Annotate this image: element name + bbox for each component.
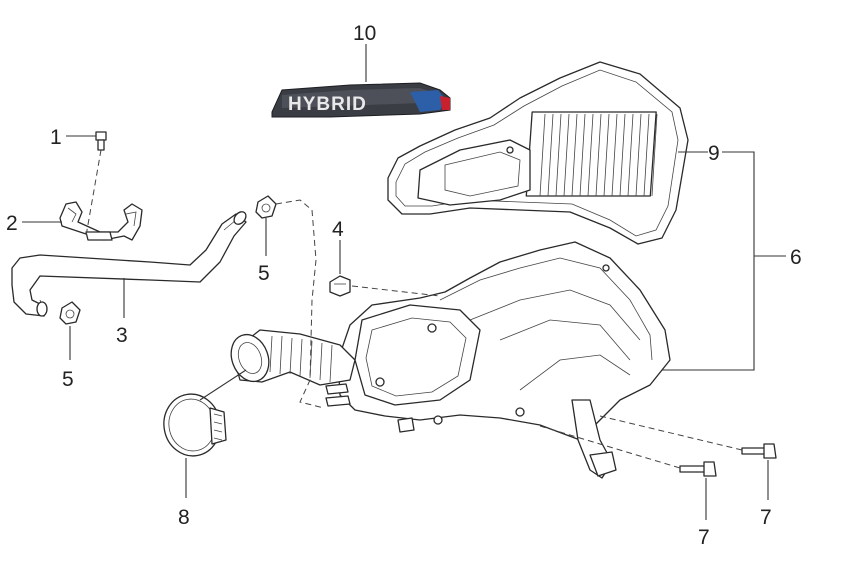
hose-clip-lower bbox=[59, 301, 81, 325]
air-filter-housing bbox=[325, 241, 671, 479]
filter-pleats bbox=[539, 113, 658, 197]
callout-4: 4 bbox=[332, 218, 344, 241]
callout-7-upper: 7 bbox=[760, 506, 772, 529]
air-filter-element bbox=[387, 61, 689, 245]
breather-hose bbox=[11, 211, 247, 317]
callout-5-lower: 5 bbox=[62, 368, 74, 391]
callout-1: 1 bbox=[50, 126, 62, 149]
callout-5-upper: 5 bbox=[258, 262, 270, 285]
callout-10: 10 bbox=[353, 22, 376, 45]
bolt-lower bbox=[679, 461, 717, 477]
hose-holder-bracket bbox=[59, 201, 143, 241]
callout-9: 9 bbox=[708, 142, 720, 165]
callout-8: 8 bbox=[178, 506, 190, 529]
hose-clamp bbox=[163, 393, 227, 457]
callout-7-lower: 7 bbox=[698, 526, 710, 549]
bolt-upper bbox=[741, 443, 777, 459]
hybrid-badge-text: HYBRID bbox=[288, 94, 367, 115]
callout-3: 3 bbox=[116, 324, 128, 347]
callout-2: 2 bbox=[6, 212, 18, 235]
hybrid-badge: HYBRID bbox=[271, 82, 451, 118]
callout-6: 6 bbox=[790, 246, 802, 269]
hose-clip-upper bbox=[255, 195, 277, 219]
intake-duct bbox=[230, 329, 356, 386]
clip-nut bbox=[329, 275, 351, 297]
screw bbox=[95, 131, 107, 151]
